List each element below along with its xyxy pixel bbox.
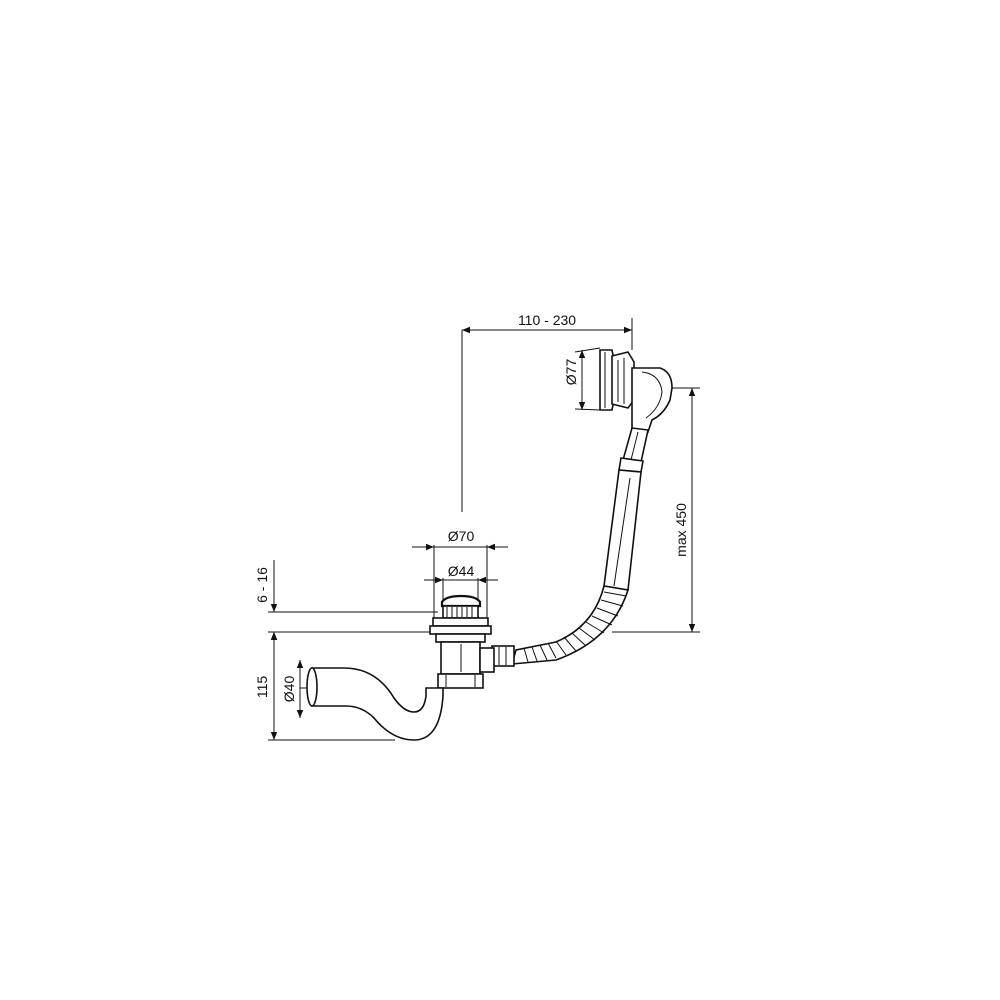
- drain-waste-body: [429, 594, 495, 689]
- dimension-trap-height: 115: [254, 632, 395, 741]
- dimension-drain-outer-diameter-label: Ø70: [448, 528, 475, 544]
- dimension-outlet-diameter-label: Ø40: [281, 676, 297, 703]
- dimension-drain-inner-diameter-label: Ø44: [448, 563, 475, 579]
- dimension-max-length: max 450: [612, 387, 700, 633]
- dimension-trap-height-label: 115: [254, 676, 270, 699]
- dimension-adjust-range: 110 - 230: [461, 312, 633, 512]
- flexible-hose: [491, 469, 642, 667]
- dimension-adjust-range-label: 110 - 230: [518, 312, 576, 328]
- dimension-drain-inner-diameter: Ø44: [424, 563, 498, 602]
- dimension-drain-outer-diameter: Ø70: [412, 528, 508, 628]
- dimension-overflow-diameter: Ø77: [563, 347, 601, 411]
- overflow-head: [599, 349, 673, 433]
- dimension-rim-thickness-label: 6 - 16: [254, 567, 270, 603]
- trap-pipe: [306, 667, 444, 741]
- dimension-rim-thickness: 6 - 16: [254, 560, 438, 655]
- dimension-overflow-diameter-label: Ø77: [563, 359, 579, 386]
- overflow-tube: [618, 427, 649, 473]
- dimension-max-length-label: max 450: [673, 503, 689, 557]
- hose-corrugations: [523, 591, 627, 663]
